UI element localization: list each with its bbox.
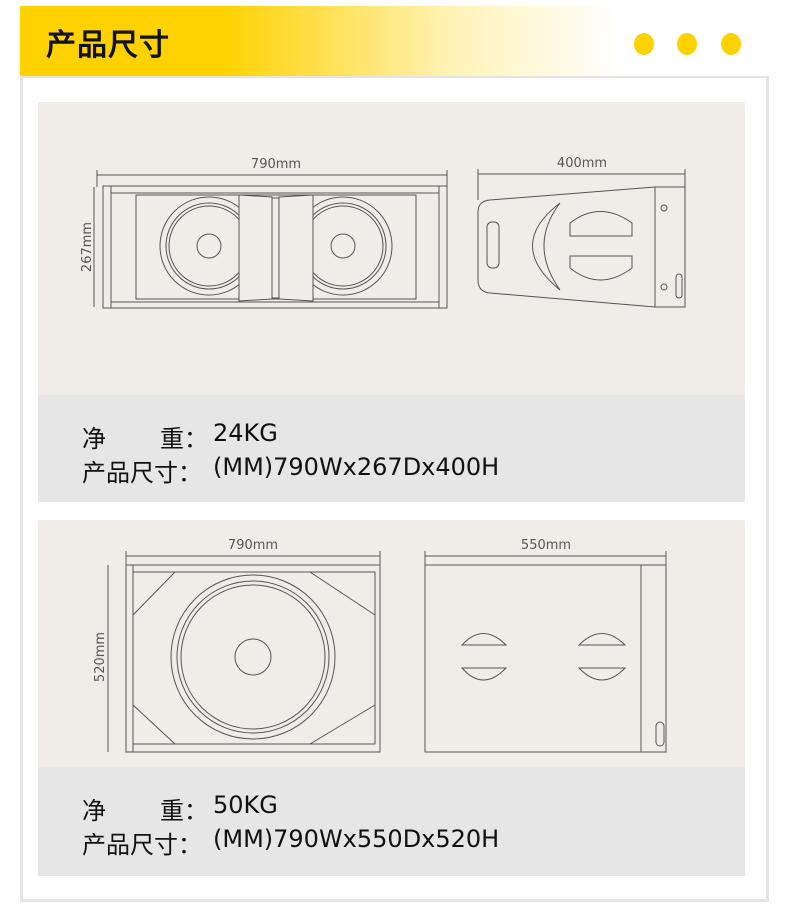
weight-label: 净	[82, 797, 106, 825]
height-label: 520mm	[93, 632, 108, 682]
content-frame	[20, 76, 769, 902]
height-label: 267mm	[80, 222, 95, 272]
section-header: 产品尺寸	[20, 6, 768, 76]
dot-icon	[677, 33, 697, 55]
spec-panel: 净 重： 50KG 产品尺寸： (MM)790Wx550Dx520H	[38, 767, 745, 876]
weight-value: 50KG	[213, 791, 278, 819]
depth-label: 400mm	[557, 156, 607, 171]
section-title: 产品尺寸	[46, 28, 170, 63]
weight-row: 净 重： 24KG	[82, 419, 278, 454]
speaker-drawing-2: 790mm 520mm 550mm	[93, 538, 667, 753]
size-value: (MM)790Wx267Dx400H	[213, 453, 500, 481]
weight-value: 24KG	[213, 419, 278, 447]
weight-row: 净 重： 50KG	[82, 791, 278, 826]
weight-label-2: 重：	[160, 797, 208, 825]
size-value: (MM)790Wx550Dx520H	[213, 825, 500, 853]
width-label: 790mm	[228, 538, 278, 553]
dimension-drawing: 790mm 267mm 400mm	[38, 102, 745, 395]
spec-panel: 净 重： 24KG 产品尺寸： (MM)790Wx267Dx400H	[38, 395, 745, 502]
dot-icon	[634, 33, 654, 55]
depth-label: 550mm	[521, 538, 571, 553]
size-label: 产品尺寸：	[82, 831, 202, 859]
weight-label: 净	[82, 425, 106, 453]
speaker-drawing-1: 790mm 267mm 400mm	[80, 156, 686, 309]
size-row: 产品尺寸： (MM)790Wx550Dx520H	[82, 825, 499, 860]
weight-label-2: 重：	[160, 425, 208, 453]
dimension-drawing: 790mm 520mm 550mm	[38, 520, 745, 767]
size-row: 产品尺寸： (MM)790Wx267Dx400H	[82, 453, 499, 488]
dot-icon	[721, 33, 741, 55]
size-label: 产品尺寸：	[82, 459, 202, 487]
product-card-2: 790mm 520mm 550mm 净 重： 50KG 产品尺寸： (MM)79…	[38, 520, 745, 876]
width-label: 790mm	[251, 157, 301, 172]
product-card-1: 790mm 267mm 400mm 净 重：	[38, 102, 745, 502]
